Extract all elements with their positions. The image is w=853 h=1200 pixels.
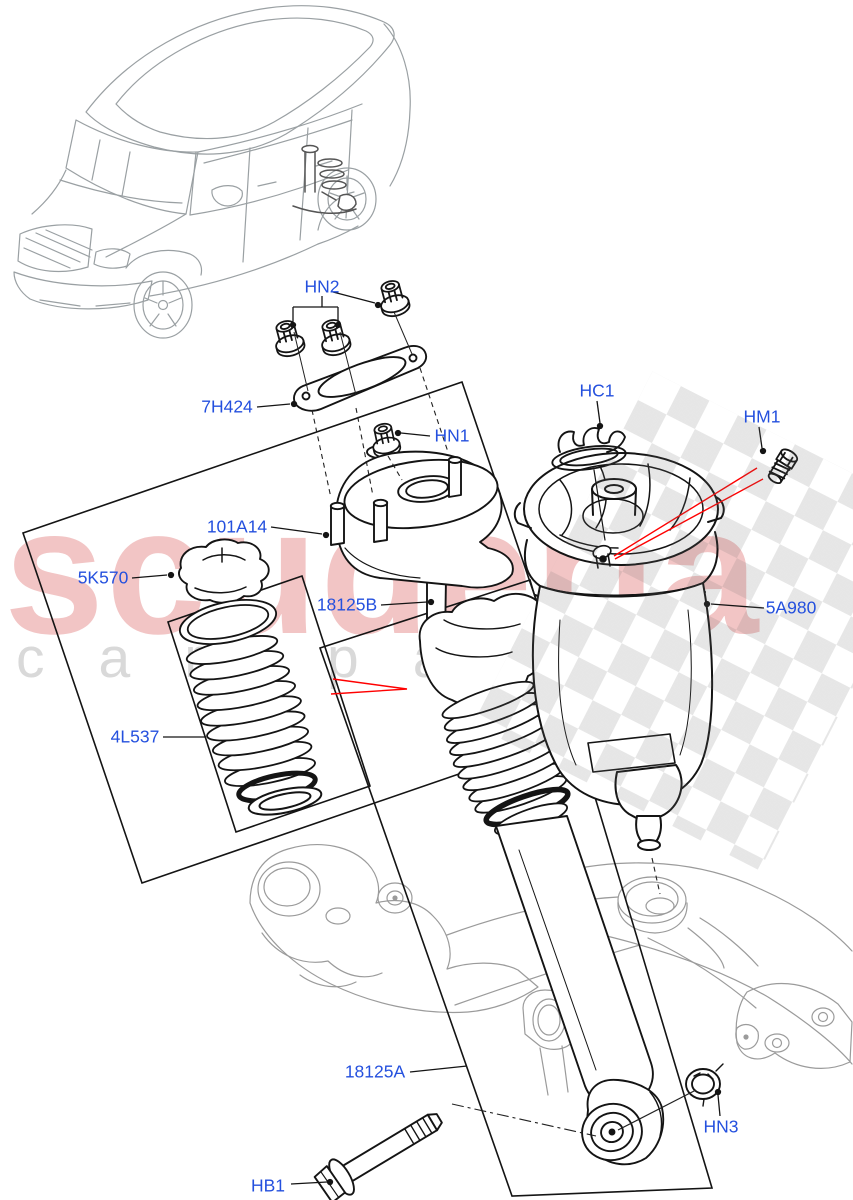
callout-5k570: 5K570 — [77, 567, 129, 588]
vehicle-suspension-highlight — [292, 144, 357, 215]
air-spring-label-plate — [587, 733, 676, 773]
callout-hn2: HN2 — [304, 276, 340, 297]
kit-box-shock — [318, 578, 714, 1197]
parts-drawings — [178, 276, 799, 1200]
callout-18125a: 18125A — [344, 1061, 406, 1082]
air-spring-drawing — [513, 452, 725, 851]
callout-hb1: HB1 — [250, 1175, 286, 1196]
callout-5a980: 5A980 — [765, 597, 817, 618]
lower-bolt-drawing — [313, 1113, 443, 1200]
shock-absorber-drawing — [418, 592, 665, 1166]
callout-hn3: HN3 — [703, 1116, 739, 1137]
retaining-clip-drawing — [551, 427, 627, 541]
spring-aid-drawing — [178, 538, 270, 604]
callout-18125b: 18125B — [316, 594, 378, 615]
callout-hc1: HC1 — [579, 380, 615, 401]
callout-7h424: 7H424 — [201, 396, 253, 417]
gasket-plate-drawing — [293, 344, 428, 412]
top-mount-drawing — [329, 450, 514, 589]
callout-hm1: HM1 — [743, 406, 781, 427]
flange-nut-drawing — [685, 1063, 724, 1107]
mounting-nuts-drawing — [269, 276, 413, 360]
subframe-drawing — [249, 844, 853, 1096]
red-arrow — [330, 678, 408, 695]
callout-101a14: 101A14 — [206, 516, 268, 537]
callout-hn1: HN1 — [434, 425, 470, 446]
air-valve-drawing — [767, 448, 799, 485]
assembly-guide-lines — [293, 311, 697, 1137]
red-pointer-lines — [330, 467, 764, 695]
callout-4l537: 4L537 — [110, 726, 160, 747]
callout-leader-lines — [131, 291, 767, 1186]
vehicle-illustration — [13, 5, 411, 339]
dust-boot-drawing — [178, 599, 323, 816]
